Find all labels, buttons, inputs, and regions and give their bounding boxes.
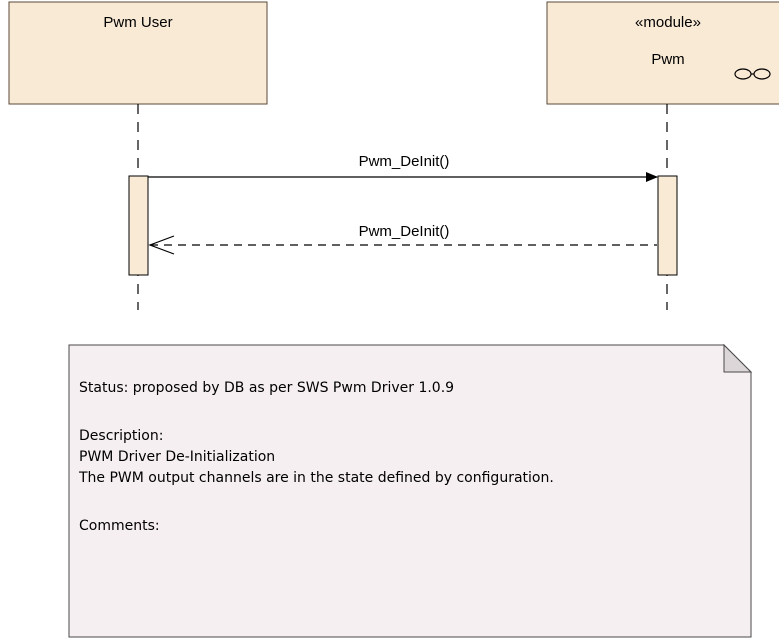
message-return[interactable]: Pwm_DeInit()	[148, 223, 657, 255]
activation-bar-pwm-user	[128, 175, 149, 276]
note[interactable]: Status: proposed by DB as per SWS Pwm Dr…	[68, 343, 753, 638]
lifeline-pwm-user-head	[8, 1, 268, 105]
lifeline-pwm-user[interactable]: Pwm User	[8, 1, 268, 105]
message-return-label: Pwm_DeInit()	[359, 223, 450, 240]
note-status: Status: proposed by DB as per SWS Pwm Dr…	[79, 380, 454, 396]
note-body	[68, 344, 752, 638]
lifeline-pwm-stereotype: «module»	[635, 14, 701, 31]
lifeline-pwm-head	[546, 1, 779, 105]
lifeline-pwm-label: Pwm	[651, 51, 684, 68]
note-folded-corner	[723, 343, 753, 373]
activation-bar-pwm	[657, 175, 678, 276]
lifeline-pwm-module[interactable]: «module» Pwm	[546, 1, 779, 105]
note-description-line2: The PWM output channels are in the state…	[78, 470, 554, 486]
message-call[interactable]: Pwm_DeInit()	[148, 153, 658, 182]
note-description-label: Description:	[79, 428, 163, 444]
module-glasses-icon	[734, 68, 771, 80]
lifeline-pwm-user-label: Pwm User	[103, 14, 172, 31]
note-description-line1: PWM Driver De-Initialization	[79, 449, 275, 465]
note-comments-label: Comments:	[79, 518, 160, 534]
message-call-label: Pwm_DeInit()	[359, 153, 450, 170]
message-return-arrowhead	[148, 235, 175, 255]
